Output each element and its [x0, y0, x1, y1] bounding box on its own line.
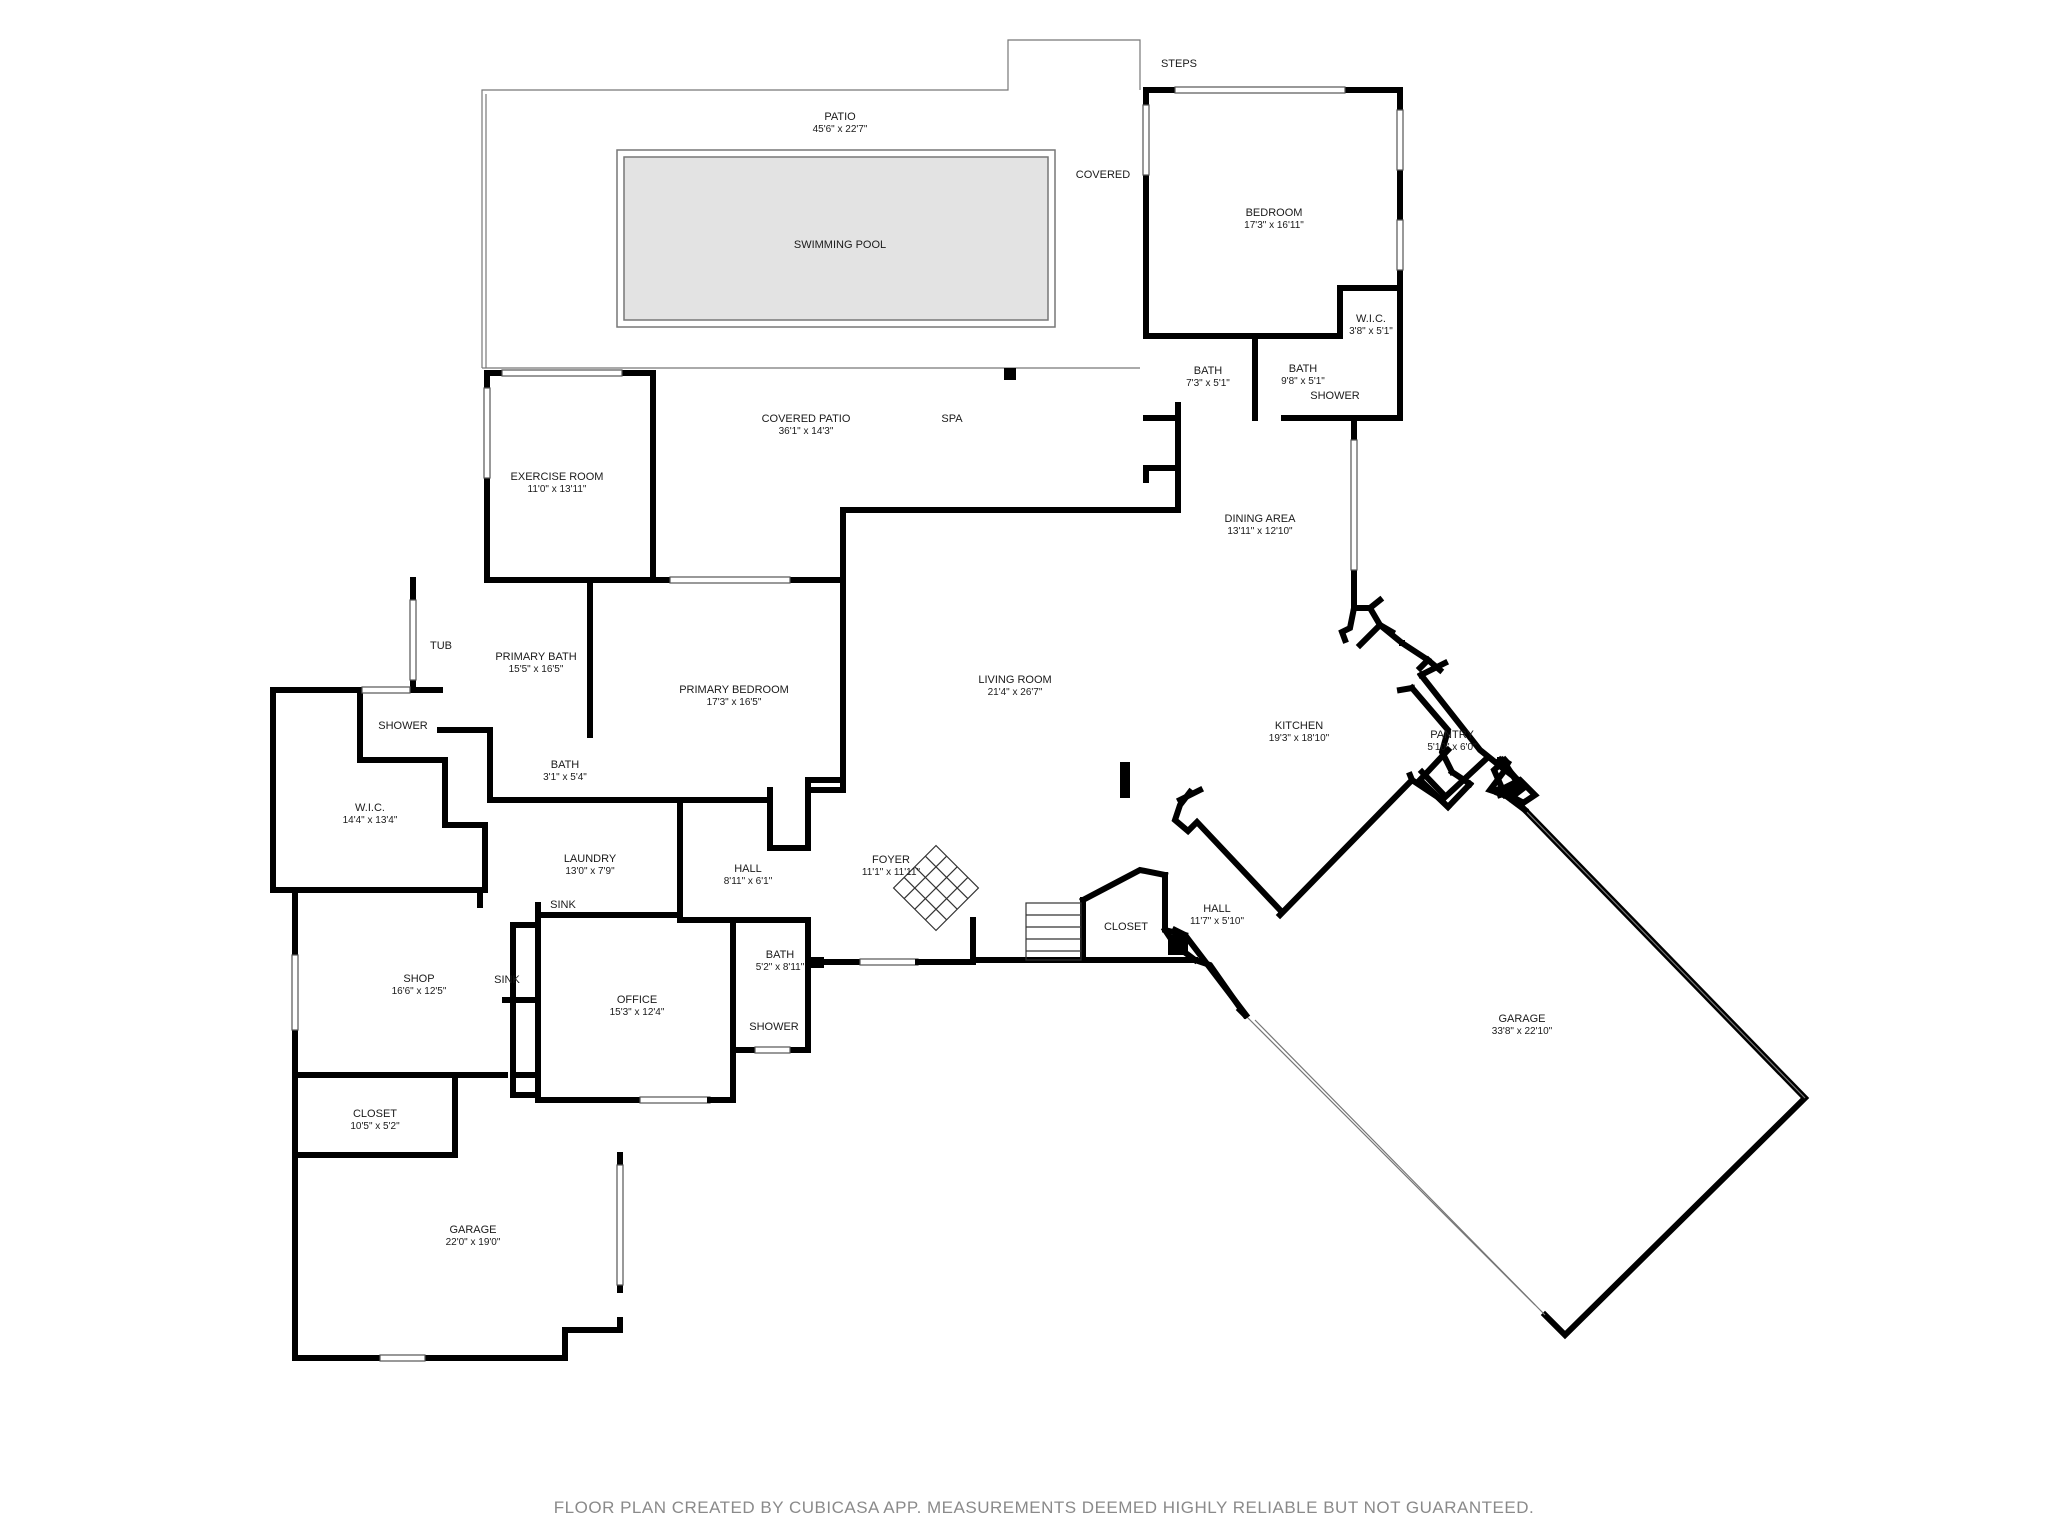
room-dims-dining: 13'11" x 12'10" — [1227, 526, 1293, 537]
room-name-wic-small: W.I.C. — [1356, 313, 1386, 325]
room-dims-closet-small: 10'5" x 5'2" — [350, 1121, 400, 1132]
room-name-hall-b: HALL — [1203, 903, 1231, 915]
label-shower-bath-d: SHOWER — [749, 1021, 799, 1033]
swimming-pool — [623, 156, 1049, 321]
room-name-office: OFFICE — [617, 994, 657, 1006]
room-dims-primary-bedroom: 17'3" x 16'5" — [707, 697, 762, 708]
room-dims-bath-a: 7'3" x 5'1" — [1186, 378, 1230, 389]
room-dims-garage-small: 22'0" x 19'0" — [446, 1237, 501, 1248]
label-covered: COVERED — [1076, 169, 1130, 181]
room-dims-patio: 45'6" x 22'7" — [813, 124, 868, 135]
room-name-covered-patio: COVERED PATIO — [762, 413, 851, 425]
room-name-primary-bath: PRIMARY BATH — [495, 651, 576, 663]
west-wing-walls — [270, 369, 1181, 893]
room-name-living: LIVING ROOM — [978, 674, 1051, 686]
room-dims-bath-b: 9'8" x 5'1" — [1281, 376, 1325, 387]
column-marker — [1004, 368, 1016, 380]
room-dims-garage-large: 33'8" x 22'10" — [1492, 1026, 1553, 1037]
room-name-garage-small: GARAGE — [449, 1224, 496, 1236]
room-dims-laundry: 13'0" x 7'9" — [565, 866, 615, 877]
hall-closet-marker — [1168, 935, 1188, 955]
room-dims-bath-c: 3'1" x 5'4" — [543, 772, 587, 783]
room-dims-wic-large: 14'4" x 13'4" — [343, 815, 398, 826]
bedroom-wing-walls — [1142, 86, 1404, 483]
label-sink-laundry: SINK — [550, 899, 576, 911]
room-name-kitchen: KITCHEN — [1275, 720, 1323, 732]
room-name-primary-bedroom: PRIMARY BEDROOM — [679, 684, 789, 696]
room-dims-hall-a: 8'11" x 6'1" — [724, 876, 773, 887]
room-dims-living: 21'4" x 26'7" — [988, 687, 1043, 698]
southwest-wing-walls — [270, 687, 736, 1362]
room-dims-office: 15'3" x 12'4" — [610, 1007, 665, 1018]
garage-large-walls — [1170, 776, 1810, 1340]
room-dims-covered-patio: 36'1" x 14'3" — [779, 426, 834, 437]
room-name-foyer: FOYER — [872, 854, 910, 866]
room-dims-foyer: 11'1" x 11'11" — [862, 867, 921, 878]
main-walls — [840, 415, 1528, 920]
room-name-garage-large: GARAGE — [1498, 1013, 1545, 1025]
room-name-bath-b: BATH — [1289, 363, 1318, 375]
stair-upper — [892, 844, 980, 932]
room-name-bath-d: BATH — [766, 949, 795, 961]
room-name-shop: SHOP — [403, 973, 434, 985]
label-closet-foyer: CLOSET — [1104, 921, 1148, 933]
label-spa: SPA — [941, 413, 963, 425]
stair-lower — [1025, 902, 1082, 961]
island-marker — [1120, 762, 1130, 798]
room-name-pantry: PANTRY — [1430, 729, 1474, 741]
room-name-pool: SWIMMING POOL — [794, 239, 886, 251]
room-name-bath-a: BATH — [1194, 365, 1223, 377]
label-sink-shop: SINK — [494, 974, 520, 986]
room-dims-bath-d: 5'2" x 8'11" — [756, 962, 805, 973]
room-name-bath-c: BATH — [551, 759, 580, 771]
room-dims-wic-small: 3'8" x 5'1" — [1349, 326, 1393, 337]
room-dims-shop: 16'6" x 12'5" — [392, 986, 447, 997]
room-name-wic-large: W.I.C. — [355, 802, 385, 814]
room-name-hall-a: HALL — [734, 863, 762, 875]
feature-labels: STEPS COVERED SPA SHOWER TUB SHOWER SINK… — [378, 58, 1360, 1033]
room-dims-bedroom: 17'3" x 16'11" — [1244, 220, 1304, 231]
patio-area — [481, 39, 1141, 369]
label-shower-wic: SHOWER — [378, 720, 428, 732]
label-steps: STEPS — [1161, 58, 1197, 70]
room-name-closet-small: CLOSET — [353, 1108, 397, 1120]
footer-disclaimer: FLOOR PLAN CREATED BY CUBICASA APP. MEAS… — [554, 1498, 1534, 1517]
label-shower-bath-b: SHOWER — [1310, 390, 1360, 402]
room-name-laundry: LAUNDRY — [564, 853, 617, 865]
label-tub: TUB — [430, 640, 452, 652]
room-dims-hall-b: 11'7" x 5'10" — [1190, 916, 1245, 927]
center-south-walls — [535, 777, 846, 1104]
room-name-exercise: EXERCISE ROOM — [511, 471, 604, 483]
room-name-patio: PATIO — [824, 111, 856, 123]
room-dims-primary-bath: 15'5" x 16'5" — [509, 664, 564, 675]
room-labels: PATIO 45'6" x 22'7" SWIMMING POOL BEDROO… — [343, 111, 1553, 1248]
room-name-bedroom: BEDROOM — [1246, 207, 1303, 219]
room-dims-kitchen: 19'3" x 18'10" — [1269, 733, 1330, 744]
room-dims-exercise: 11'0" x 13'11" — [528, 484, 587, 495]
room-name-dining: DINING AREA — [1225, 513, 1297, 525]
room-dims-pantry: 5'10" x 6'0" — [1427, 742, 1477, 753]
